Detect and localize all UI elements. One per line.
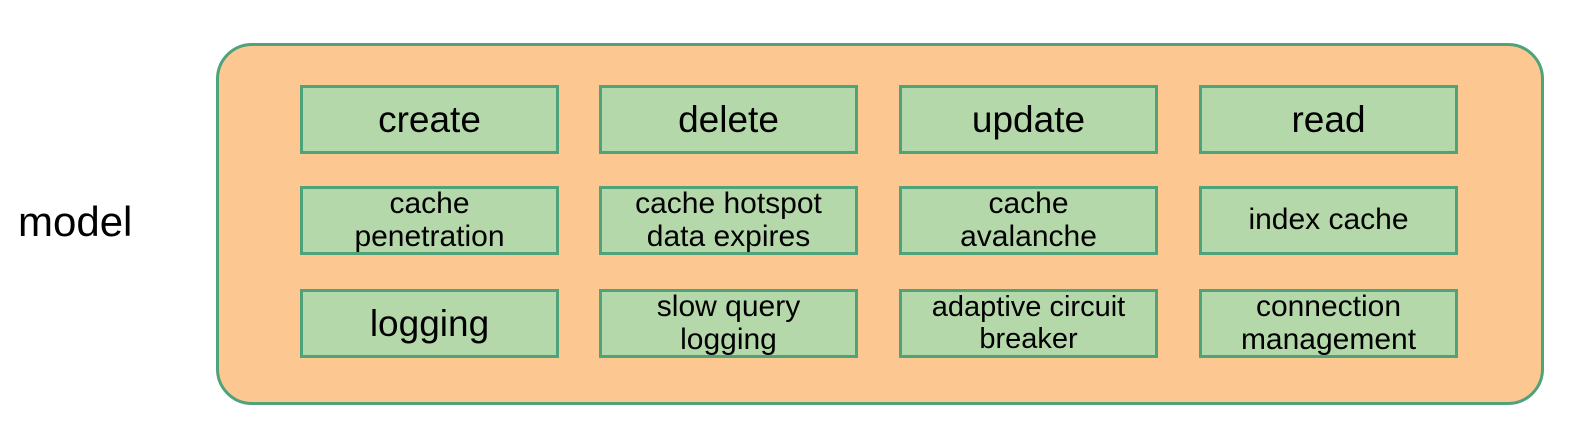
node-label: adaptive circuit breaker [931,291,1126,355]
node-delete[interactable]: delete [599,85,858,154]
node-create[interactable]: create [300,85,559,154]
node-label: cache penetration [354,187,505,253]
node-update[interactable]: update [899,85,1158,154]
node-connection-management[interactable]: connection management [1199,289,1458,358]
node-label: slow query logging [656,290,801,356]
node-label: index cache [1248,203,1409,237]
node-label: cache avalanche [960,187,1097,253]
node-label: logging [369,302,490,344]
node-label: read [1291,98,1366,140]
node-cache-avalanche[interactable]: cache avalanche [899,186,1158,255]
node-cache-penetration[interactable]: cache penetration [300,186,559,255]
node-label: update [971,98,1086,140]
node-label: create [378,98,481,140]
group-side-label: model [18,198,133,245]
node-logging[interactable]: logging [300,289,559,358]
model-group-container: create delete update read cache penetration c… [216,43,1544,405]
node-grid: create delete update read cache penetration c… [219,46,1541,402]
node-read[interactable]: read [1199,85,1458,154]
node-cache-hotspot-data-expires[interactable]: cache hotspot data expires [599,186,858,255]
node-label: connection management [1240,290,1417,356]
node-adaptive-circuit-breaker[interactable]: adaptive circuit breaker [899,289,1158,358]
node-index-cache[interactable]: index cache [1199,186,1458,255]
node-label: cache hotspot data expires [635,187,822,253]
node-label: delete [678,98,779,140]
node-slow-query-logging[interactable]: slow query logging [599,289,858,358]
